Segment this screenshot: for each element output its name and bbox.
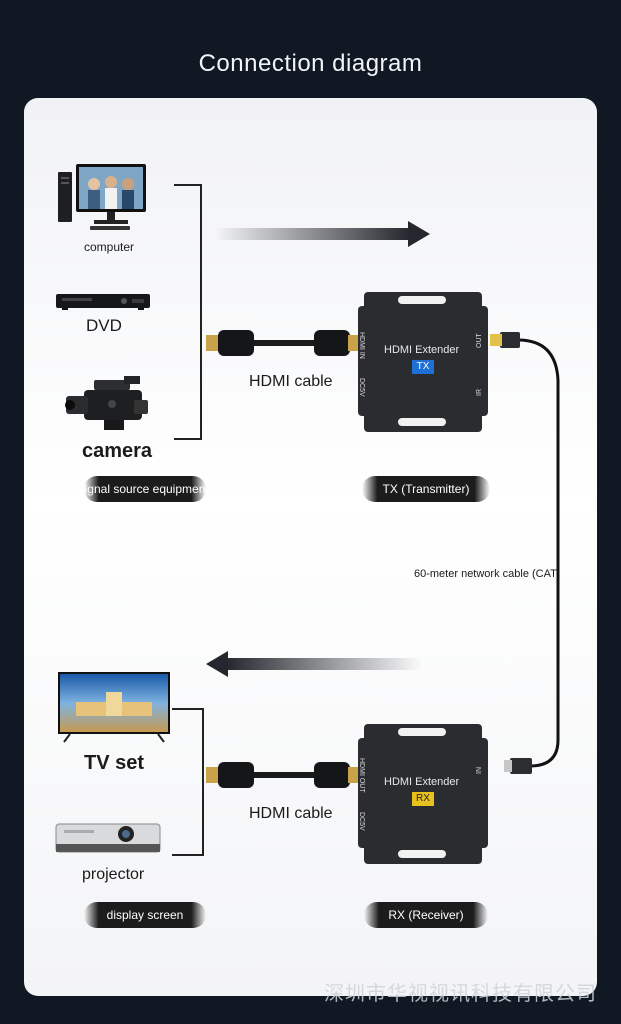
tx-port-dc5v: DC5V [358,378,365,397]
hdmi-cable-top-icon [206,330,362,356]
display-bracket [172,708,204,856]
tv-icon [58,672,170,743]
tx-badge: TX [412,360,434,374]
display-group-label: display screen [84,902,206,928]
hdmi-cable-top-label: HDMI cable [249,373,333,390]
hdmi-cable-bottom-icon [206,762,362,788]
source-bracket [174,184,202,440]
camera-icon [65,376,148,430]
tx-device-title: HDMI Extender [384,344,460,356]
rx-port-dc5v: DC5V [358,812,365,831]
hdmi-cable-bottom-label: HDMI cable [249,805,333,822]
source-group-label: ignal source equipmen [84,476,206,502]
rx-port-hdmi-out: HDMI OUT [358,758,365,793]
computer-label: computer [84,240,135,254]
network-cable-label: 60-meter network cable (CAT [414,568,557,580]
signal-arrow-left [206,651,422,677]
projector-label: projector [82,866,145,883]
tx-label: TX (Transmitter) [362,476,490,502]
diagram-card: computer DVD camera ignal source equipme… [24,98,597,996]
rx-device-title: HDMI Extender [384,776,460,788]
tx-port-hdmi-in: HDMI IN [358,332,365,359]
rx-label: RX (Receiver) [364,902,488,928]
rx-port-in: IN [476,767,483,774]
rx-badge: RX [412,792,434,806]
network-cable-icon [490,332,560,774]
camera-label: camera [82,440,153,462]
tx-port-out: OUT [476,333,483,348]
page-title: Connection diagram [198,50,423,77]
tv-label: TV set [84,752,145,774]
dvd-label: DVD [86,316,122,335]
dvd-player-icon [56,294,150,310]
computer-icon [58,164,146,230]
signal-arrow-right [214,221,430,247]
tx-port-ir: IR [476,389,483,396]
company-watermark: 深圳市华视视讯科技有限公司 [324,983,597,1005]
projector-icon [55,823,161,853]
